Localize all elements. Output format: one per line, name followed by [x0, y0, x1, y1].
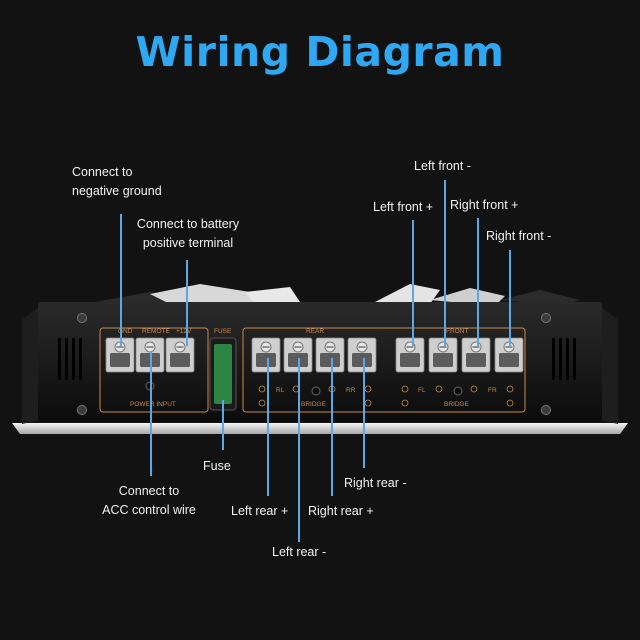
- polarity-symbols: [258, 385, 514, 407]
- left-side: [22, 306, 40, 424]
- screw-terminal: [347, 337, 377, 373]
- rear-bridge-label: BRIDGE: [301, 401, 327, 408]
- leader-fuse: [222, 400, 224, 450]
- fl-label: FL: [418, 387, 426, 394]
- leader-left-rear-pos: [267, 358, 269, 496]
- right-side: [600, 306, 618, 424]
- terminals: [105, 337, 524, 373]
- leader-left-rear-neg: [298, 358, 300, 542]
- screw-terminal: [395, 337, 425, 373]
- gnd-label: GND: [118, 328, 133, 335]
- fuse-label: Fuse: [203, 459, 231, 473]
- left-rear-neg-label: Left rear -: [272, 545, 327, 559]
- left-front-pos-label: Left front +: [373, 200, 434, 214]
- page-title: Wiring Diagram: [135, 28, 505, 76]
- right-front-neg-label: Right front -: [486, 229, 552, 243]
- fuse-panel-label: FUSE: [214, 328, 232, 335]
- screw-terminal: [461, 337, 491, 373]
- rr-label: RR: [346, 387, 356, 394]
- leader-right-rear-neg: [363, 358, 365, 468]
- bottom-edge: [12, 423, 628, 434]
- power-input-label: POWER INPUT: [130, 401, 176, 408]
- fuse: [214, 344, 232, 404]
- screws: [77, 313, 551, 415]
- right-rear-neg-label: Right rear -: [344, 476, 407, 490]
- leader-right-front-pos: [477, 218, 479, 346]
- screw-terminal: [315, 337, 345, 373]
- vent-right: [552, 338, 576, 380]
- left-rear-pos-label: Left rear +: [231, 504, 289, 518]
- rear-knob: [311, 386, 321, 396]
- leader-right-rear-pos: [331, 358, 333, 496]
- ground-label: Connect to negative ground: [72, 165, 162, 198]
- leader-left-front-pos: [412, 220, 414, 346]
- leader-acc: [150, 352, 152, 476]
- rear-label: REAR: [306, 328, 324, 335]
- left-front-neg-label: Left front -: [414, 159, 471, 173]
- remote-label: REMOTE: [142, 328, 170, 335]
- screw-terminal: [165, 337, 195, 373]
- right-rear-pos-label: Right rear +: [308, 504, 374, 518]
- plus12v-label: +12V: [176, 328, 192, 335]
- screw-terminal: [251, 337, 281, 373]
- front-bridge-label: BRIDGE: [444, 401, 470, 408]
- fr-label: FR: [488, 387, 497, 394]
- front-knob: [453, 386, 463, 396]
- battery-label: Connect to battery positive terminal: [136, 217, 240, 250]
- speaker-section-frame: [242, 327, 526, 413]
- rl-label: RL: [276, 387, 285, 394]
- leader-battery: [186, 260, 188, 346]
- leader-right-front-neg: [509, 250, 511, 346]
- acc-label: Connect to ACC control wire: [102, 484, 196, 517]
- vent-left: [58, 338, 82, 380]
- power-section-frame: [99, 327, 209, 413]
- leader-ground: [120, 214, 122, 346]
- screw-terminal: [283, 337, 313, 373]
- screw-terminal: [428, 337, 458, 373]
- front-label: FRONT: [446, 328, 468, 335]
- screw-terminal: [105, 337, 135, 373]
- right-front-pos-label: Right front +: [450, 198, 519, 212]
- leader-left-front-neg: [444, 180, 446, 346]
